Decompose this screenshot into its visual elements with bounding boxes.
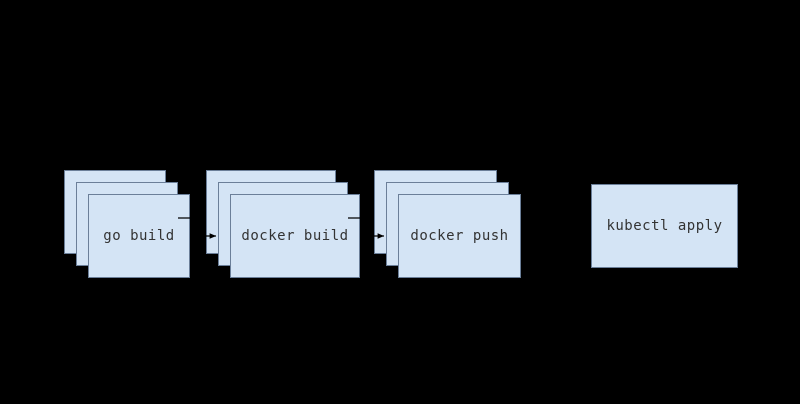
node-label-docker-build: docker build [241, 228, 349, 244]
node-label-docker-push: docker push [410, 228, 509, 244]
node-label-go-build: go build [103, 228, 175, 244]
node-card-kubectl-apply[interactable]: kubectl apply [591, 184, 738, 268]
node-card-docker-build-front[interactable]: docker build [230, 194, 360, 278]
node-label-kubectl-apply: kubectl apply [606, 218, 723, 234]
node-card-go-build-front[interactable]: go build [88, 194, 190, 278]
node-card-docker-push-front[interactable]: docker push [398, 194, 521, 278]
